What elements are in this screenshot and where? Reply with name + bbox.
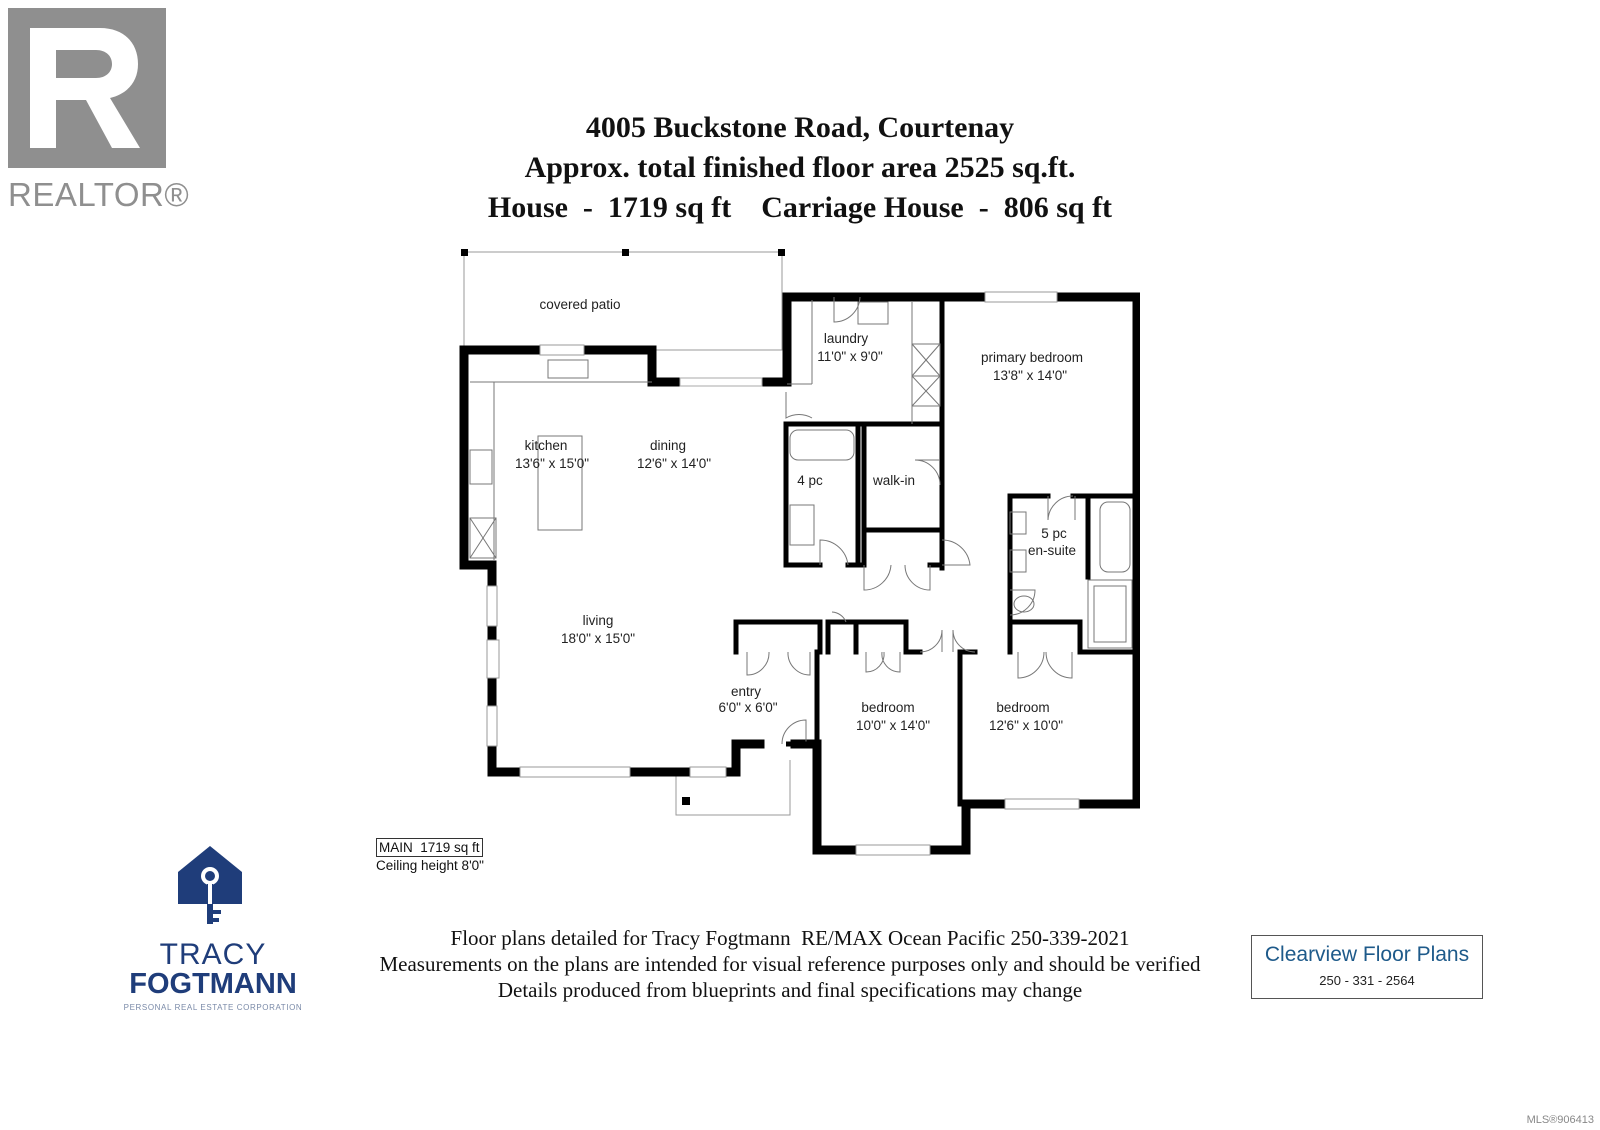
interior-walls <box>733 294 1140 807</box>
front-porch-outline <box>675 760 791 816</box>
letter-r-icon <box>30 28 140 148</box>
label-dining: dining <box>650 438 686 453</box>
agent-corporation: PERSONAL REAL ESTATE CORPORATION <box>123 1003 303 1012</box>
label-primary-bedroom: primary bedroom <box>981 350 1083 365</box>
label-laundry: laundry <box>824 331 869 346</box>
label-kitchen: kitchen <box>525 438 568 453</box>
size-dining: 12'6" x 14'0" <box>637 456 711 471</box>
size-kitchen: 13'6" x 15'0" <box>515 456 589 471</box>
main-floor-info: MAIN 1719 sq ft Ceiling height 8'0" <box>376 838 484 874</box>
exterior-windows <box>486 291 1080 856</box>
room-labels: covered patio laundry 11'0" x 9'0" prima… <box>515 297 1083 733</box>
size-primary-bedroom: 13'8" x 14'0" <box>993 368 1067 383</box>
size-entry: 6'0" x 6'0" <box>718 700 777 715</box>
label-ensuite-2: en-suite <box>1028 543 1076 558</box>
realtor-r-icon <box>8 8 166 168</box>
agent-last-name: FOGTMANN <box>129 968 297 1000</box>
label-entry: entry <box>731 684 761 699</box>
size-laundry: 11'0" x 9'0" <box>817 349 883 364</box>
footer-disclaimer: Floor plans detailed for Tracy Fogtmann … <box>320 925 1260 1003</box>
house-key-icon <box>178 846 242 924</box>
plan-title: 4005 Buckstone Road, Courtenay Approx. t… <box>0 108 1600 228</box>
ceiling-height: Ceiling height 8'0" <box>376 858 484 873</box>
label-living: living <box>583 613 614 628</box>
laundry-fixtures <box>787 300 941 424</box>
label-walk-in: walk-in <box>872 473 915 488</box>
footer-line-3: Details produced from blueprints and fin… <box>497 978 1083 1002</box>
footer-line-1: Floor plans detailed for Tracy Fogtmann … <box>450 926 1130 950</box>
label-bedroom-2: bedroom <box>996 700 1049 715</box>
agent-logo: TRACY FOGTMANN PERSONAL REAL ESTATE CORP… <box>118 846 308 1012</box>
kitchen-fixtures <box>469 359 652 560</box>
clearview-name: Clearview Floor Plans <box>1264 943 1470 966</box>
mls-number: MLS®906413 <box>1526 1114 1594 1126</box>
clearview-phone: 250 - 331 - 2564 <box>1319 973 1415 988</box>
covered-patio-outline <box>461 249 785 351</box>
door-swings <box>746 296 1076 747</box>
size-bedroom-2: 12'6" x 10'0" <box>989 718 1063 733</box>
label-covered-patio: covered patio <box>539 297 620 312</box>
footer-line-2: Measurements on the plans are intended f… <box>379 952 1201 976</box>
title-breakdown: House - 1719 sq ft Carriage House - 806 … <box>487 191 1113 224</box>
realtor-wordmark: REALTOR® <box>8 176 190 213</box>
label-bedroom-1: bedroom <box>861 700 914 715</box>
bath-fixtures <box>789 429 1133 649</box>
floor-plan: covered patio laundry 11'0" x 9'0" prima… <box>459 249 1140 856</box>
title-total-area: Approx. total finished floor area 2525 s… <box>524 151 1076 184</box>
title-address: 4005 Buckstone Road, Courtenay <box>585 111 1015 144</box>
label-4pc-bath: 4 pc <box>797 473 823 488</box>
main-floor-area: MAIN 1719 sq ft <box>376 838 483 857</box>
clearview-badge: Clearview Floor Plans 250 - 331 - 2564 <box>1251 935 1483 999</box>
label-ensuite-1: 5 pc <box>1041 526 1067 541</box>
size-bedroom-1: 10'0" x 14'0" <box>856 718 930 733</box>
agent-first-name: TRACY <box>159 938 267 971</box>
realtor-logo: REALTOR® <box>8 8 189 213</box>
size-living: 18'0" x 15'0" <box>561 631 635 646</box>
